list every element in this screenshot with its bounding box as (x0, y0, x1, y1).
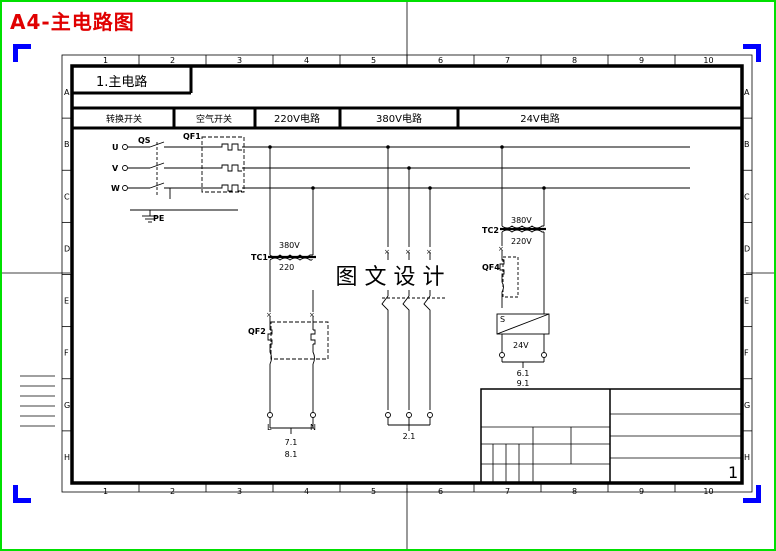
output-l-label: L (267, 423, 272, 432)
column-labels: 1 1 2 2 3 3 4 4 5 5 6 6 7 7 8 8 9 9 10 10 (103, 56, 714, 496)
qf4-label: QF4 (482, 263, 500, 272)
tc1-primary-label: 380V (279, 241, 300, 250)
svg-text:×: × (405, 248, 411, 256)
column-label: 10 (703, 56, 713, 65)
svg-text:×: × (266, 311, 272, 319)
qf2-label: QF2 (248, 327, 266, 336)
row-label: D (744, 244, 750, 253)
corner-mark-bottom-left (13, 485, 18, 503)
tc1-label: TC1 (251, 253, 268, 262)
column-label: 9 (639, 56, 644, 65)
row-label: F (64, 349, 69, 358)
column-label: 9 (639, 487, 644, 496)
column-label: 1 (103, 56, 108, 65)
phase-v-label: V (112, 164, 119, 173)
column-label: 8 (572, 56, 577, 65)
qf1-label: QF1 (183, 132, 201, 141)
header-col-220v: 220V电路 (274, 112, 320, 125)
column-label: 5 (371, 487, 376, 496)
svg-text:×: × (498, 245, 504, 253)
column-label: 7 (505, 56, 510, 65)
column-label: 2 (170, 487, 175, 496)
column-label: 8 (572, 487, 577, 496)
corner-marks (13, 44, 761, 503)
tc2-primary-label: 380V (511, 216, 532, 225)
qs-label: QS (138, 136, 151, 145)
main-circuit (128, 136, 690, 434)
row-label: E (64, 297, 69, 306)
header-band (72, 66, 742, 130)
corner-mark-bottom-right (756, 485, 761, 503)
column-label: 5 (371, 56, 376, 65)
tc1-secondary-label: 220 (279, 263, 294, 272)
ref-380-label: 2.1 (403, 432, 416, 441)
row-label: B (744, 140, 750, 149)
tc2-secondary-label: 220V (511, 237, 532, 246)
column-label: 1 (103, 487, 108, 496)
side-strips (20, 375, 55, 427)
column-label: 10 (703, 487, 713, 496)
row-label: H (64, 453, 70, 462)
corner-mark-top-right (756, 44, 761, 62)
junctions (268, 145, 546, 190)
ref-24-line1: 6.1 (517, 369, 530, 378)
row-label: G (744, 401, 750, 410)
row-label: A (744, 88, 750, 97)
row-label: D (64, 244, 70, 253)
header-col-380v: 380V电路 (376, 112, 422, 125)
column-label: 4 (304, 487, 309, 496)
ref-220-line1: 7.1 (285, 438, 298, 447)
row-label: C (744, 192, 750, 201)
ref-24-line2: 9.1 (517, 379, 530, 388)
column-label: 7 (505, 487, 510, 496)
corner-mark-top-left (13, 44, 18, 62)
power-supply-s-label: S (500, 315, 505, 324)
contact-marks: × × × × × × (266, 245, 504, 319)
column-label: 3 (237, 487, 242, 496)
phase-terminals (122, 144, 128, 191)
row-labels: A A B B C C D D E E F F G G H H (64, 88, 750, 462)
power-supply-output-label: 24V (513, 341, 529, 350)
pe-label: PE (153, 214, 164, 223)
drawing-border (70, 64, 744, 485)
column-label: 4 (304, 56, 309, 65)
column-label: 6 (438, 487, 443, 496)
row-label: H (744, 453, 750, 462)
tc2-label: TC2 (482, 226, 499, 235)
svg-text:×: × (309, 311, 315, 319)
watermark: 图 文 设 计 (336, 265, 445, 290)
svg-text:×: × (426, 248, 432, 256)
header-col-24v: 24V电路 (520, 112, 560, 125)
row-label: F (744, 349, 749, 358)
output-n-label: N (310, 423, 316, 432)
page-title: A4-主电路图 (10, 10, 135, 34)
row-label: G (64, 401, 70, 410)
phase-u-label: U (112, 143, 119, 152)
row-label: C (64, 192, 70, 201)
row-label: E (744, 297, 749, 306)
section-title: 1.主电路 (96, 74, 147, 90)
row-label: B (64, 140, 70, 149)
svg-text:×: × (384, 248, 390, 256)
row-label: A (64, 88, 70, 97)
header-col-air-switch: 空气开关 (196, 113, 232, 125)
column-label: 6 (438, 56, 443, 65)
header-col-changeover-switch: 转换开关 (106, 113, 142, 125)
ref-220-line2: 8.1 (285, 450, 298, 459)
sheet-number: 1 (728, 463, 738, 482)
title-block (480, 388, 743, 484)
phase-w-label: W (111, 184, 120, 193)
column-label: 3 (237, 56, 242, 65)
column-label: 2 (170, 56, 175, 65)
